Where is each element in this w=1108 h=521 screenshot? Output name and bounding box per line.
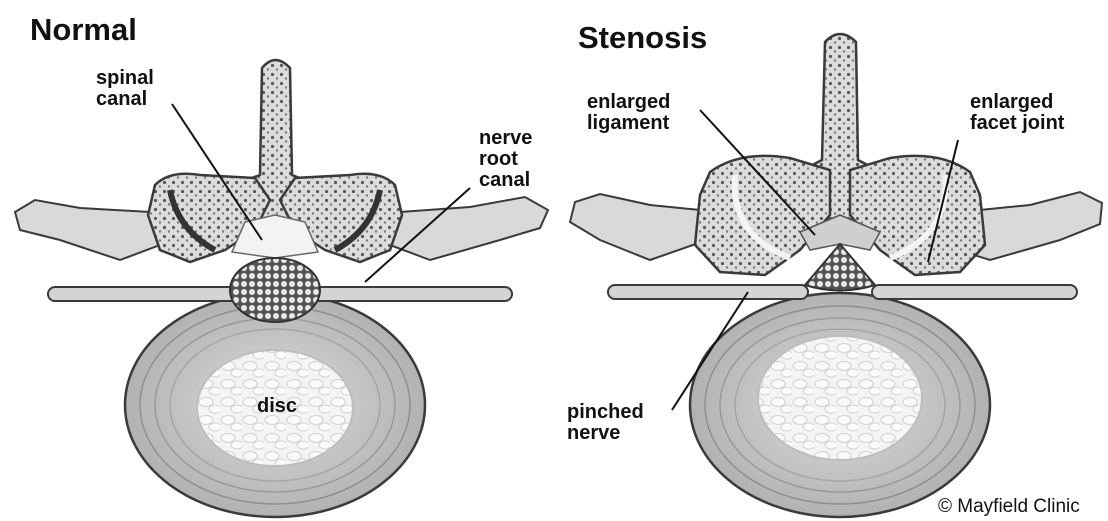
nerve-root-canal-label: nerve root canal <box>479 128 532 191</box>
stenosis-nerve-bundle <box>805 244 875 291</box>
enlarged-ligament-label: enlarged ligament <box>587 92 670 134</box>
stenosis-right-lamina <box>850 156 985 275</box>
enlarged-facet-joint-label: enlarged facet joint <box>970 92 1064 134</box>
disc-label: disc <box>257 396 297 417</box>
normal-panel-title: Normal <box>30 14 137 47</box>
stenosis-disc-nucleus <box>758 336 922 460</box>
normal-vertebra <box>15 60 548 517</box>
stenosis-left-nerve-root <box>608 285 808 299</box>
copyright-credit: © Mayfield Clinic <box>938 497 1080 517</box>
normal-right-nerve-root <box>312 287 512 301</box>
stenosis-panel-title: Stenosis <box>578 22 707 55</box>
normal-left-nerve-root <box>48 287 238 301</box>
normal-nerve-bundle <box>230 258 320 322</box>
spinal-canal-label: spinal canal <box>96 68 154 110</box>
pinched-nerve-label: pinched nerve <box>567 402 644 444</box>
stenosis-left-lamina <box>695 156 830 275</box>
stenosis-right-nerve-root <box>872 285 1077 299</box>
